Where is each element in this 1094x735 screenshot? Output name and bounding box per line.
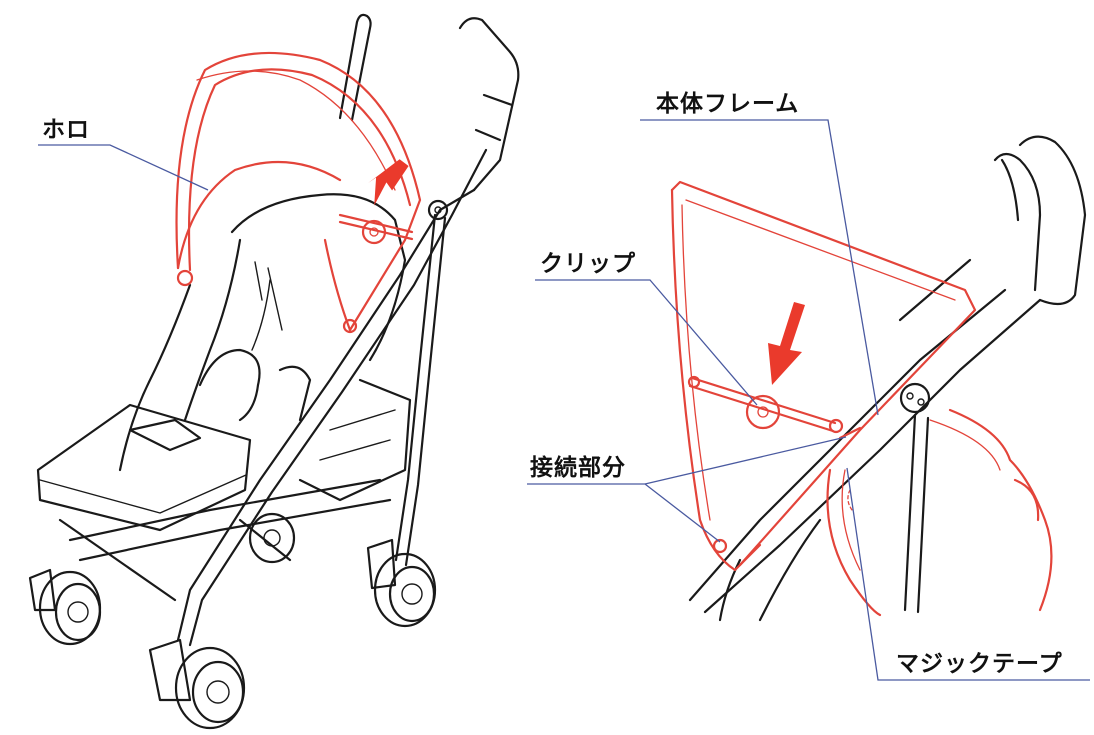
seat-left-edge xyxy=(118,283,192,472)
front-left-wheel xyxy=(38,570,102,646)
velcro-strap xyxy=(826,468,882,617)
pointer-arrow-left xyxy=(367,159,409,206)
connection-leader-line-a xyxy=(527,483,721,543)
label-connection: 接続部分 xyxy=(530,455,626,481)
pointer-arrow-right xyxy=(768,302,805,385)
frame-leader-line xyxy=(640,119,879,416)
clip-disc-left xyxy=(361,219,387,245)
handle-grip-back xyxy=(993,152,1042,292)
rear-left-wheel xyxy=(248,512,296,564)
right-frame-rail xyxy=(176,188,476,642)
hood-canopy xyxy=(175,51,422,332)
rear-handle xyxy=(338,13,372,122)
rear-right-wheel xyxy=(373,552,437,628)
label-clip: クリップ xyxy=(540,251,636,277)
label-velcro: マジックテープ xyxy=(896,651,1063,677)
label-main-frame: 本体フレーム xyxy=(656,91,800,117)
connection-leader-line-b xyxy=(644,436,847,485)
footrest-tray xyxy=(36,403,252,532)
velcro-leader-line xyxy=(846,467,1090,681)
front-right-wheel xyxy=(174,646,246,730)
right-handle-grip xyxy=(458,17,520,192)
clip-disc-detail xyxy=(745,394,781,430)
label-hood: ホロ xyxy=(42,117,90,143)
frame-hinge xyxy=(899,382,931,414)
clip-leader-line xyxy=(535,279,758,406)
hood-leader-line xyxy=(38,144,209,191)
handle-grip-front xyxy=(1018,135,1087,306)
hinge-joint xyxy=(427,199,449,221)
hood-panel-detail xyxy=(670,180,977,567)
